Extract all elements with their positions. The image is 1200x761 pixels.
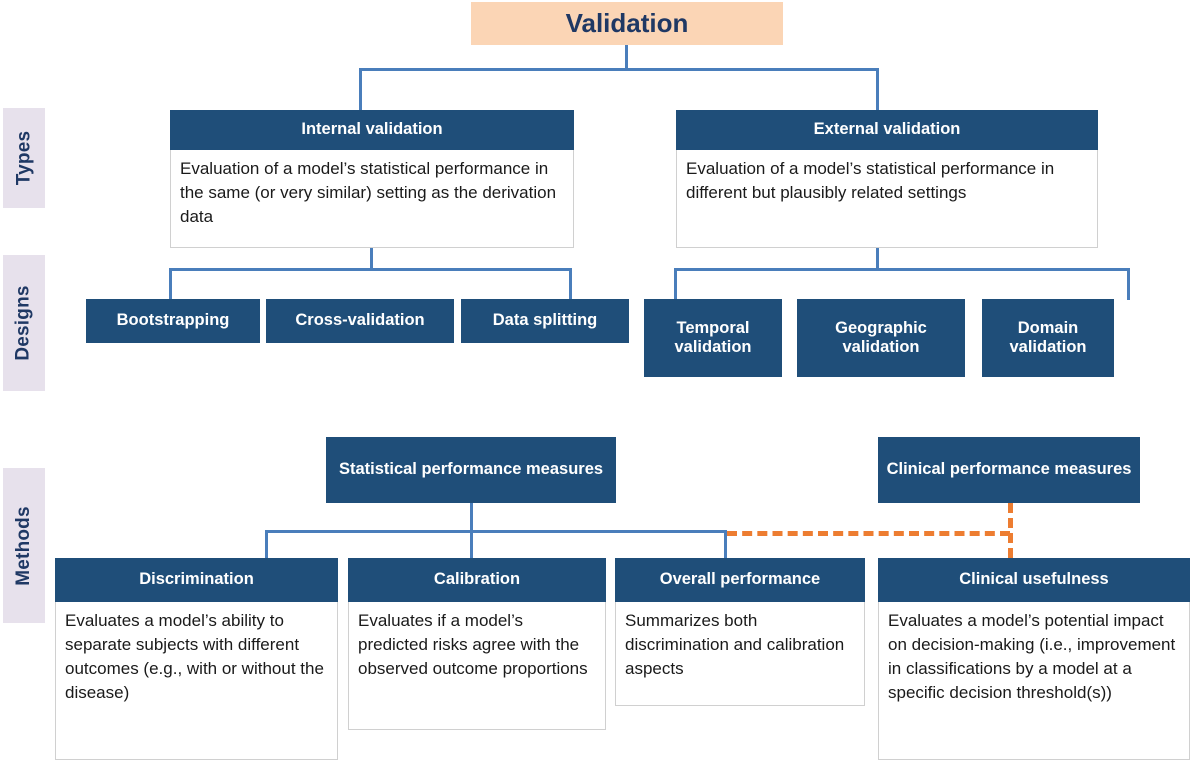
node-external-validation: External validation Evaluation of a mode…	[676, 110, 1098, 248]
node-cross-validation-heading: Cross-validation	[266, 299, 454, 343]
section-tab-types: Types	[3, 108, 45, 208]
connector-bootstrapping-drop	[169, 268, 172, 300]
node-geographic-validation-heading: Geographic validation	[797, 299, 965, 377]
node-clinical-usefulness-body: Evaluates a model’s potential impact on …	[878, 602, 1190, 760]
node-calibration-heading: Calibration	[348, 558, 606, 602]
node-statistical-performance-measures-heading: Statistical performance measures	[326, 437, 616, 503]
node-temporal-validation: Temporal validation	[644, 299, 782, 377]
node-bootstrapping: Bootstrapping	[86, 299, 260, 343]
node-internal-validation: Internal validation Evaluation of a mode…	[170, 110, 574, 248]
connector-domain-drop	[1127, 268, 1130, 300]
connector-clinical-dashed-horizontal	[727, 531, 1010, 536]
connector-designs-external-bus	[674, 268, 1130, 271]
node-temporal-validation-heading: Temporal validation	[644, 299, 782, 377]
node-internal-validation-body: Evaluation of a model’s statistical perf…	[170, 150, 574, 248]
section-tab-methods-label: Methods	[13, 505, 35, 586]
node-clinical-usefulness: Clinical usefulness Evaluates a model’s …	[878, 558, 1190, 760]
connector-data-splitting-drop	[569, 268, 572, 300]
node-clinical-usefulness-heading: Clinical usefulness	[878, 558, 1190, 602]
node-calibration: Calibration Evaluates if a model’s predi…	[348, 558, 606, 730]
connector-designs-internal-bus	[169, 268, 572, 271]
node-external-validation-body: Evaluation of a model’s statistical perf…	[676, 150, 1098, 248]
connector-overall-performance-drop	[724, 530, 727, 558]
node-bootstrapping-heading: Bootstrapping	[86, 299, 260, 343]
node-cross-validation: Cross-validation	[266, 299, 454, 343]
node-discrimination-heading: Discrimination	[55, 558, 338, 602]
node-overall-performance: Overall performance Summarizes both disc…	[615, 558, 865, 706]
diagram-title: Validation	[471, 2, 783, 45]
node-clinical-performance-measures-heading: Clinical performance measures	[878, 437, 1140, 503]
connector-external-stem	[876, 248, 879, 270]
node-clinical-performance-measures: Clinical performance measures	[878, 437, 1140, 503]
node-discrimination: Discrimination Evaluates a model’s abili…	[55, 558, 338, 760]
node-calibration-body: Evaluates if a model’s predicted risks a…	[348, 602, 606, 730]
section-tab-methods: Methods	[3, 468, 45, 623]
node-data-splitting: Data splitting	[461, 299, 629, 343]
connector-methods-bus	[265, 530, 727, 533]
connector-internal-stem	[370, 248, 373, 270]
node-discrimination-body: Evaluates a model’s ability to separate …	[55, 602, 338, 760]
connector-external-drop	[876, 68, 879, 112]
connector-types-bus	[359, 68, 879, 71]
connector-internal-drop	[359, 68, 362, 112]
node-domain-validation-heading: Domain validation	[982, 299, 1114, 377]
node-data-splitting-heading: Data splitting	[461, 299, 629, 343]
node-internal-validation-heading: Internal validation	[170, 110, 574, 150]
connector-temporal-drop	[674, 268, 677, 300]
node-overall-performance-heading: Overall performance	[615, 558, 865, 602]
connector-discrimination-drop	[265, 530, 268, 558]
node-overall-performance-body: Summarizes both discrimination and calib…	[615, 602, 865, 706]
node-geographic-validation: Geographic validation	[797, 299, 965, 377]
section-tab-types-label: Types	[13, 130, 35, 186]
section-tab-designs: Designs	[3, 255, 45, 391]
node-statistical-performance-measures: Statistical performance measures	[326, 437, 616, 503]
connector-clinical-dashed-vertical	[1008, 503, 1013, 558]
connector-title-stem	[625, 45, 628, 71]
node-external-validation-heading: External validation	[676, 110, 1098, 150]
node-domain-validation: Domain validation	[982, 299, 1114, 377]
section-tab-designs-label: Designs	[13, 285, 35, 361]
